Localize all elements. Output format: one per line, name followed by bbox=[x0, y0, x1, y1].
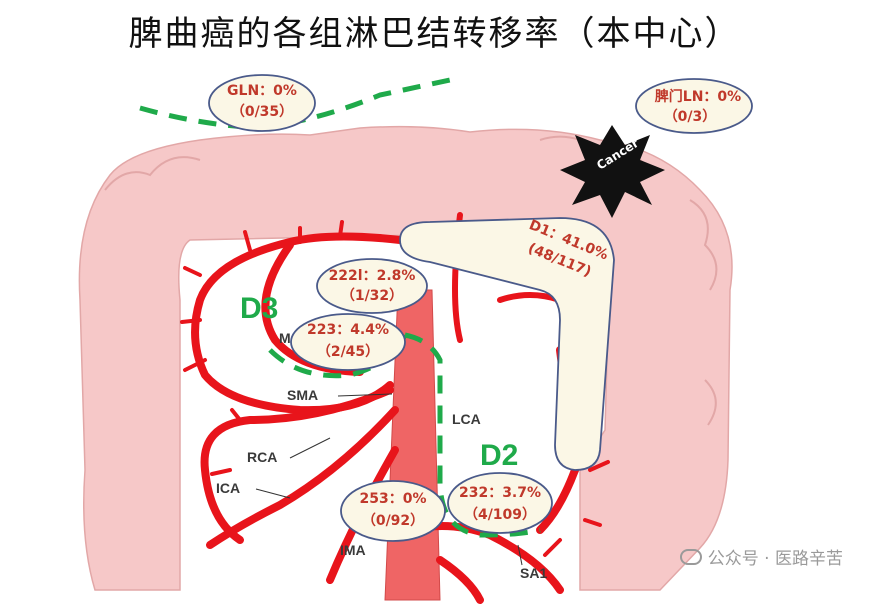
bubble-253: 253：0% （0/92） bbox=[340, 480, 446, 542]
rca-label: RCA bbox=[247, 449, 277, 465]
bubble-gln: GLN：0% （0/35） bbox=[208, 74, 316, 132]
bubble-232: 232：3.7% （4/109） bbox=[447, 472, 553, 534]
bubble-splenic-line1: 脾门LN：0% bbox=[655, 88, 741, 105]
bubble-222l-line2: （1/32） bbox=[341, 288, 403, 304]
bubble-222l-line1: 222l：2.8% bbox=[329, 268, 416, 284]
d2-label: D2 bbox=[480, 439, 518, 472]
watermark-text: 公众号 · 医路辛苦 bbox=[707, 549, 843, 569]
ica-label: ICA bbox=[216, 480, 240, 496]
watermark: 公众号 · 医路辛苦 bbox=[679, 544, 843, 569]
bubble-splenic: 脾门LN：0% （0/3） bbox=[635, 78, 753, 134]
bubble-253-line1: 253：0% bbox=[360, 491, 427, 507]
bubble-253-line2: （0/92） bbox=[362, 513, 424, 529]
bubble-gln-line2: （0/35） bbox=[231, 104, 293, 120]
bubble-223-line2: （2/45） bbox=[317, 344, 379, 360]
d3-label: D3 bbox=[240, 292, 278, 325]
arteries bbox=[180, 212, 610, 604]
bubble-222l: 222l：2.8% （1/32） bbox=[316, 258, 428, 314]
bubble-splenic-line2: （0/3） bbox=[664, 109, 717, 125]
lca-label: LCA bbox=[452, 411, 481, 427]
bubble-223-line1: 223：4.4% bbox=[307, 322, 389, 338]
sma-label: SMA bbox=[287, 387, 318, 403]
wechat-icon bbox=[679, 548, 702, 565]
sa1-label: SA1 bbox=[520, 565, 547, 581]
cancer-marker: Cancer bbox=[560, 125, 665, 218]
m-label: M bbox=[279, 330, 291, 346]
vessel-labels: D3 D2 M SMA LCA RCA ICA IMA SA1 bbox=[216, 292, 547, 581]
bubble-232-line1: 232：3.7% bbox=[459, 485, 541, 501]
bubble-232-line2: （4/109） bbox=[464, 507, 536, 523]
bubble-223: 223：4.4% （2/45） bbox=[290, 313, 406, 371]
d2-dashed-line bbox=[404, 332, 541, 538]
ima-label: IMA bbox=[340, 542, 366, 558]
d1-region bbox=[399, 217, 615, 471]
page-title: 脾曲癌的各组淋巴结转移率（本中心） bbox=[128, 14, 741, 54]
bubble-gln-line1: GLN：0% bbox=[227, 83, 297, 99]
